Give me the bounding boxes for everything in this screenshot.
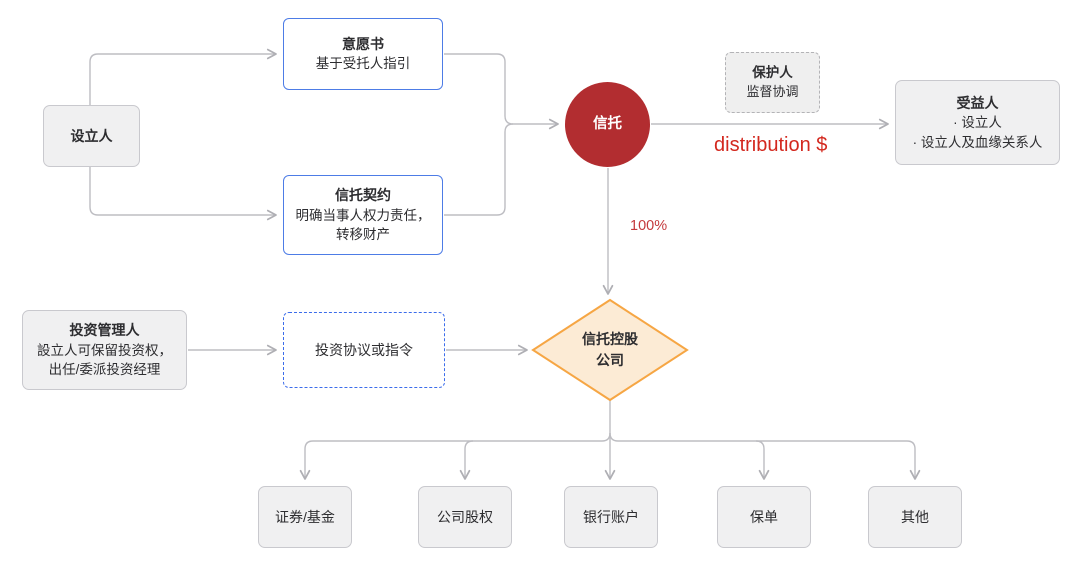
edge-letter-to-trust: [444, 53, 559, 130]
investment-manager-title: 投资管理人: [69, 322, 140, 339]
asset-node-other: 其他: [868, 486, 962, 548]
beneficiary-item: · 设立人及血缘关系人: [912, 134, 1043, 150]
investment-manager-node: 投资管理人 設立人可保留投资权， 出任/委派投资经理: [22, 310, 187, 390]
asset-label: 证券/基金: [275, 508, 335, 525]
edge-holding-to-equity: [459, 440, 474, 480]
edge-deed-to-trust: [444, 123, 514, 216]
letter-of-wishes-title: 意愿书: [342, 36, 384, 53]
investment-manager-desc-line2: 出任/委派投资经理: [48, 362, 161, 378]
edge-holding-to-other: [609, 432, 921, 480]
ownership-percent-label: 100%: [630, 218, 668, 234]
trust-deed-title: 信托契约: [335, 187, 391, 204]
asset-label: 保单: [750, 508, 778, 525]
trust-deed-desc-line1: 明确当事人权力责任，: [295, 207, 431, 223]
trust-holding-company-title-line2: 公司: [596, 352, 624, 368]
investment-instruction-title: 投资协议或指令: [315, 341, 413, 358]
edge-settlor-to-deed: [89, 167, 277, 221]
investment-instruction-node: 投资协议或指令: [283, 312, 445, 388]
trust-node: 信托: [565, 82, 650, 167]
settlor-node: 设立人: [43, 105, 140, 167]
investment-manager-desc-line1: 設立人可保留投资权，: [37, 342, 172, 358]
trust-holding-company-diamond: [531, 298, 689, 402]
trust-deed-desc-line2: 转移财产: [336, 227, 390, 243]
trust-deed-node: 信托契约 明确当事人权力责任， 转移财产: [283, 175, 443, 255]
edge-holding-to-securities: [299, 432, 611, 480]
settlor-title: 设立人: [70, 127, 113, 144]
protector-desc: 监督协调: [746, 83, 799, 99]
edge-settlor-to-letter: [89, 48, 277, 105]
asset-node-company-equity: 公司股权: [418, 486, 512, 548]
asset-label: 公司股权: [437, 508, 493, 525]
asset-label: 其他: [901, 508, 929, 525]
trust-holding-company-node: 信托控股 公司: [535, 300, 685, 400]
edge-holding-to-policy: [755, 440, 770, 480]
beneficiary-node: 受益人 · 设立人 · 设立人及血缘关系人: [895, 80, 1060, 165]
asset-node-bank-account: 银行账户: [564, 486, 658, 548]
trust-holding-company-title-line1: 信托控股: [582, 331, 638, 347]
letter-of-wishes-node: 意愿书 基于受托人指引: [283, 18, 443, 90]
beneficiary-title: 受益人: [956, 94, 999, 111]
asset-node-insurance-policy: 保单: [717, 486, 811, 548]
beneficiary-item: · 设立人: [953, 115, 1002, 131]
protector-node: 保护人 监督协调: [725, 52, 820, 113]
protector-title: 保护人: [752, 65, 793, 81]
distribution-edge-label: distribution $: [714, 134, 828, 156]
trust-title: 信托: [593, 115, 622, 132]
asset-node-securities-funds: 证券/基金: [258, 486, 352, 548]
asset-label: 银行账户: [583, 508, 639, 525]
letter-of-wishes-desc: 基于受托人指引: [315, 56, 411, 72]
